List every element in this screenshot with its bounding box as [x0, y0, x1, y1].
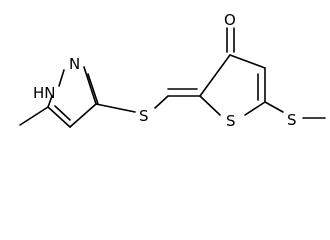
atom-label-s-ring: S	[226, 112, 236, 130]
bond-methyl-pyrazole	[19, 106, 49, 126]
bond-s-c2-ring	[199, 95, 221, 116]
atom-label-nh: HN	[33, 84, 56, 102]
bond-c5-s-ring	[244, 101, 266, 116]
bond-n2-c3	[83, 66, 97, 105]
atom-label-s-thioether: S	[139, 107, 149, 125]
pyrazole-ring	[47, 66, 99, 128]
bond-c2-c3-carbonyl	[199, 54, 231, 97]
bond-c4-c5	[47, 106, 71, 128]
bond-s-vinyl-ch	[154, 95, 169, 109]
bond-c5-n1	[47, 95, 53, 108]
atom-label-o: O	[224, 11, 236, 29]
thiophenone-ring	[199, 54, 266, 116]
bond-c4-c5-double	[54, 105, 71, 121]
bond-c3-c4	[69, 103, 97, 128]
bond-n1-n2	[58, 69, 65, 87]
chemical-structure: HN N S S S O	[19, 11, 326, 130]
bond-n2-c3-double	[87, 73, 99, 105]
bond-c3-s-thioether	[95, 103, 136, 113]
bond-c5-s-methylthio	[264, 101, 284, 113]
atom-label-n: N	[69, 55, 80, 73]
bond-c3-c4-ring	[229, 54, 266, 69]
atom-label-s-methylthio: S	[287, 111, 297, 129]
